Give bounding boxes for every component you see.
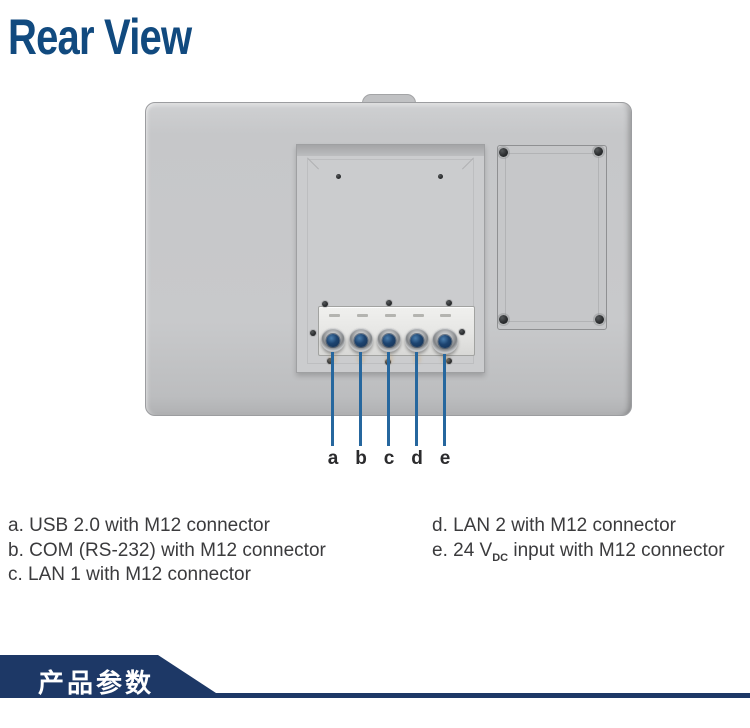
legend-item-d: d. LAN 2 with M12 connector	[432, 515, 676, 536]
port-label-mark	[385, 314, 396, 317]
legend-item-e: e. 24 VDC input with M12 connector	[432, 539, 725, 564]
leader-line-a	[331, 352, 334, 446]
screw	[499, 148, 508, 157]
screw	[459, 329, 465, 335]
legend-item-b: b. COM (RS-232) with M12 connector	[8, 539, 326, 561]
screw	[310, 330, 316, 336]
legend-right-column: d. LAN 2 with M12 connector e. 24 VDC in…	[432, 514, 725, 570]
connector-label-e: e	[439, 448, 451, 469]
connector-d-lan2	[405, 328, 429, 352]
screw	[322, 301, 328, 307]
connector-label-d: d	[411, 448, 423, 469]
connector-plug	[354, 334, 368, 348]
connector-label-c: c	[383, 448, 395, 469]
port-label-mark	[413, 314, 424, 317]
screw	[386, 300, 392, 306]
leader-line-e	[443, 354, 446, 446]
port-label-mark	[440, 314, 451, 317]
connector-plug	[438, 335, 452, 349]
port-label-mark	[357, 314, 368, 317]
screw	[595, 315, 604, 324]
connector-plug	[410, 334, 424, 348]
connector-label-a: a	[327, 448, 339, 469]
legend-item-c: c. LAN 1 with M12 connector	[8, 564, 251, 585]
connector-a-usb	[321, 328, 345, 352]
connector-label-b: b	[355, 448, 367, 469]
leader-line-c	[387, 352, 390, 446]
connector-c-lan1	[377, 328, 401, 352]
section-banner-label: 产品参数	[38, 668, 155, 698]
leader-line-b	[359, 352, 362, 446]
plate-bevel	[297, 145, 484, 156]
connector-e-power	[432, 328, 458, 354]
page-title: Rear View	[8, 9, 192, 65]
connector-plug	[326, 334, 340, 348]
port-label-mark	[329, 314, 340, 317]
legend-left-column: a. USB 2.0 with M12 connector b. COM (RS…	[8, 514, 326, 588]
legend-item-a: a. USB 2.0 with M12 connector	[8, 515, 270, 536]
panel-inner-outline	[505, 153, 599, 322]
screw	[499, 315, 508, 324]
connector-plug	[382, 334, 396, 348]
screw	[438, 174, 443, 179]
leader-line-d	[415, 352, 418, 446]
screw	[594, 147, 603, 156]
screw	[446, 300, 452, 306]
right-access-panel	[497, 145, 607, 330]
section-banner-shape	[0, 655, 750, 698]
screw	[336, 174, 341, 179]
dc-subscript: DC	[492, 551, 509, 564]
connector-b-com	[349, 328, 373, 352]
